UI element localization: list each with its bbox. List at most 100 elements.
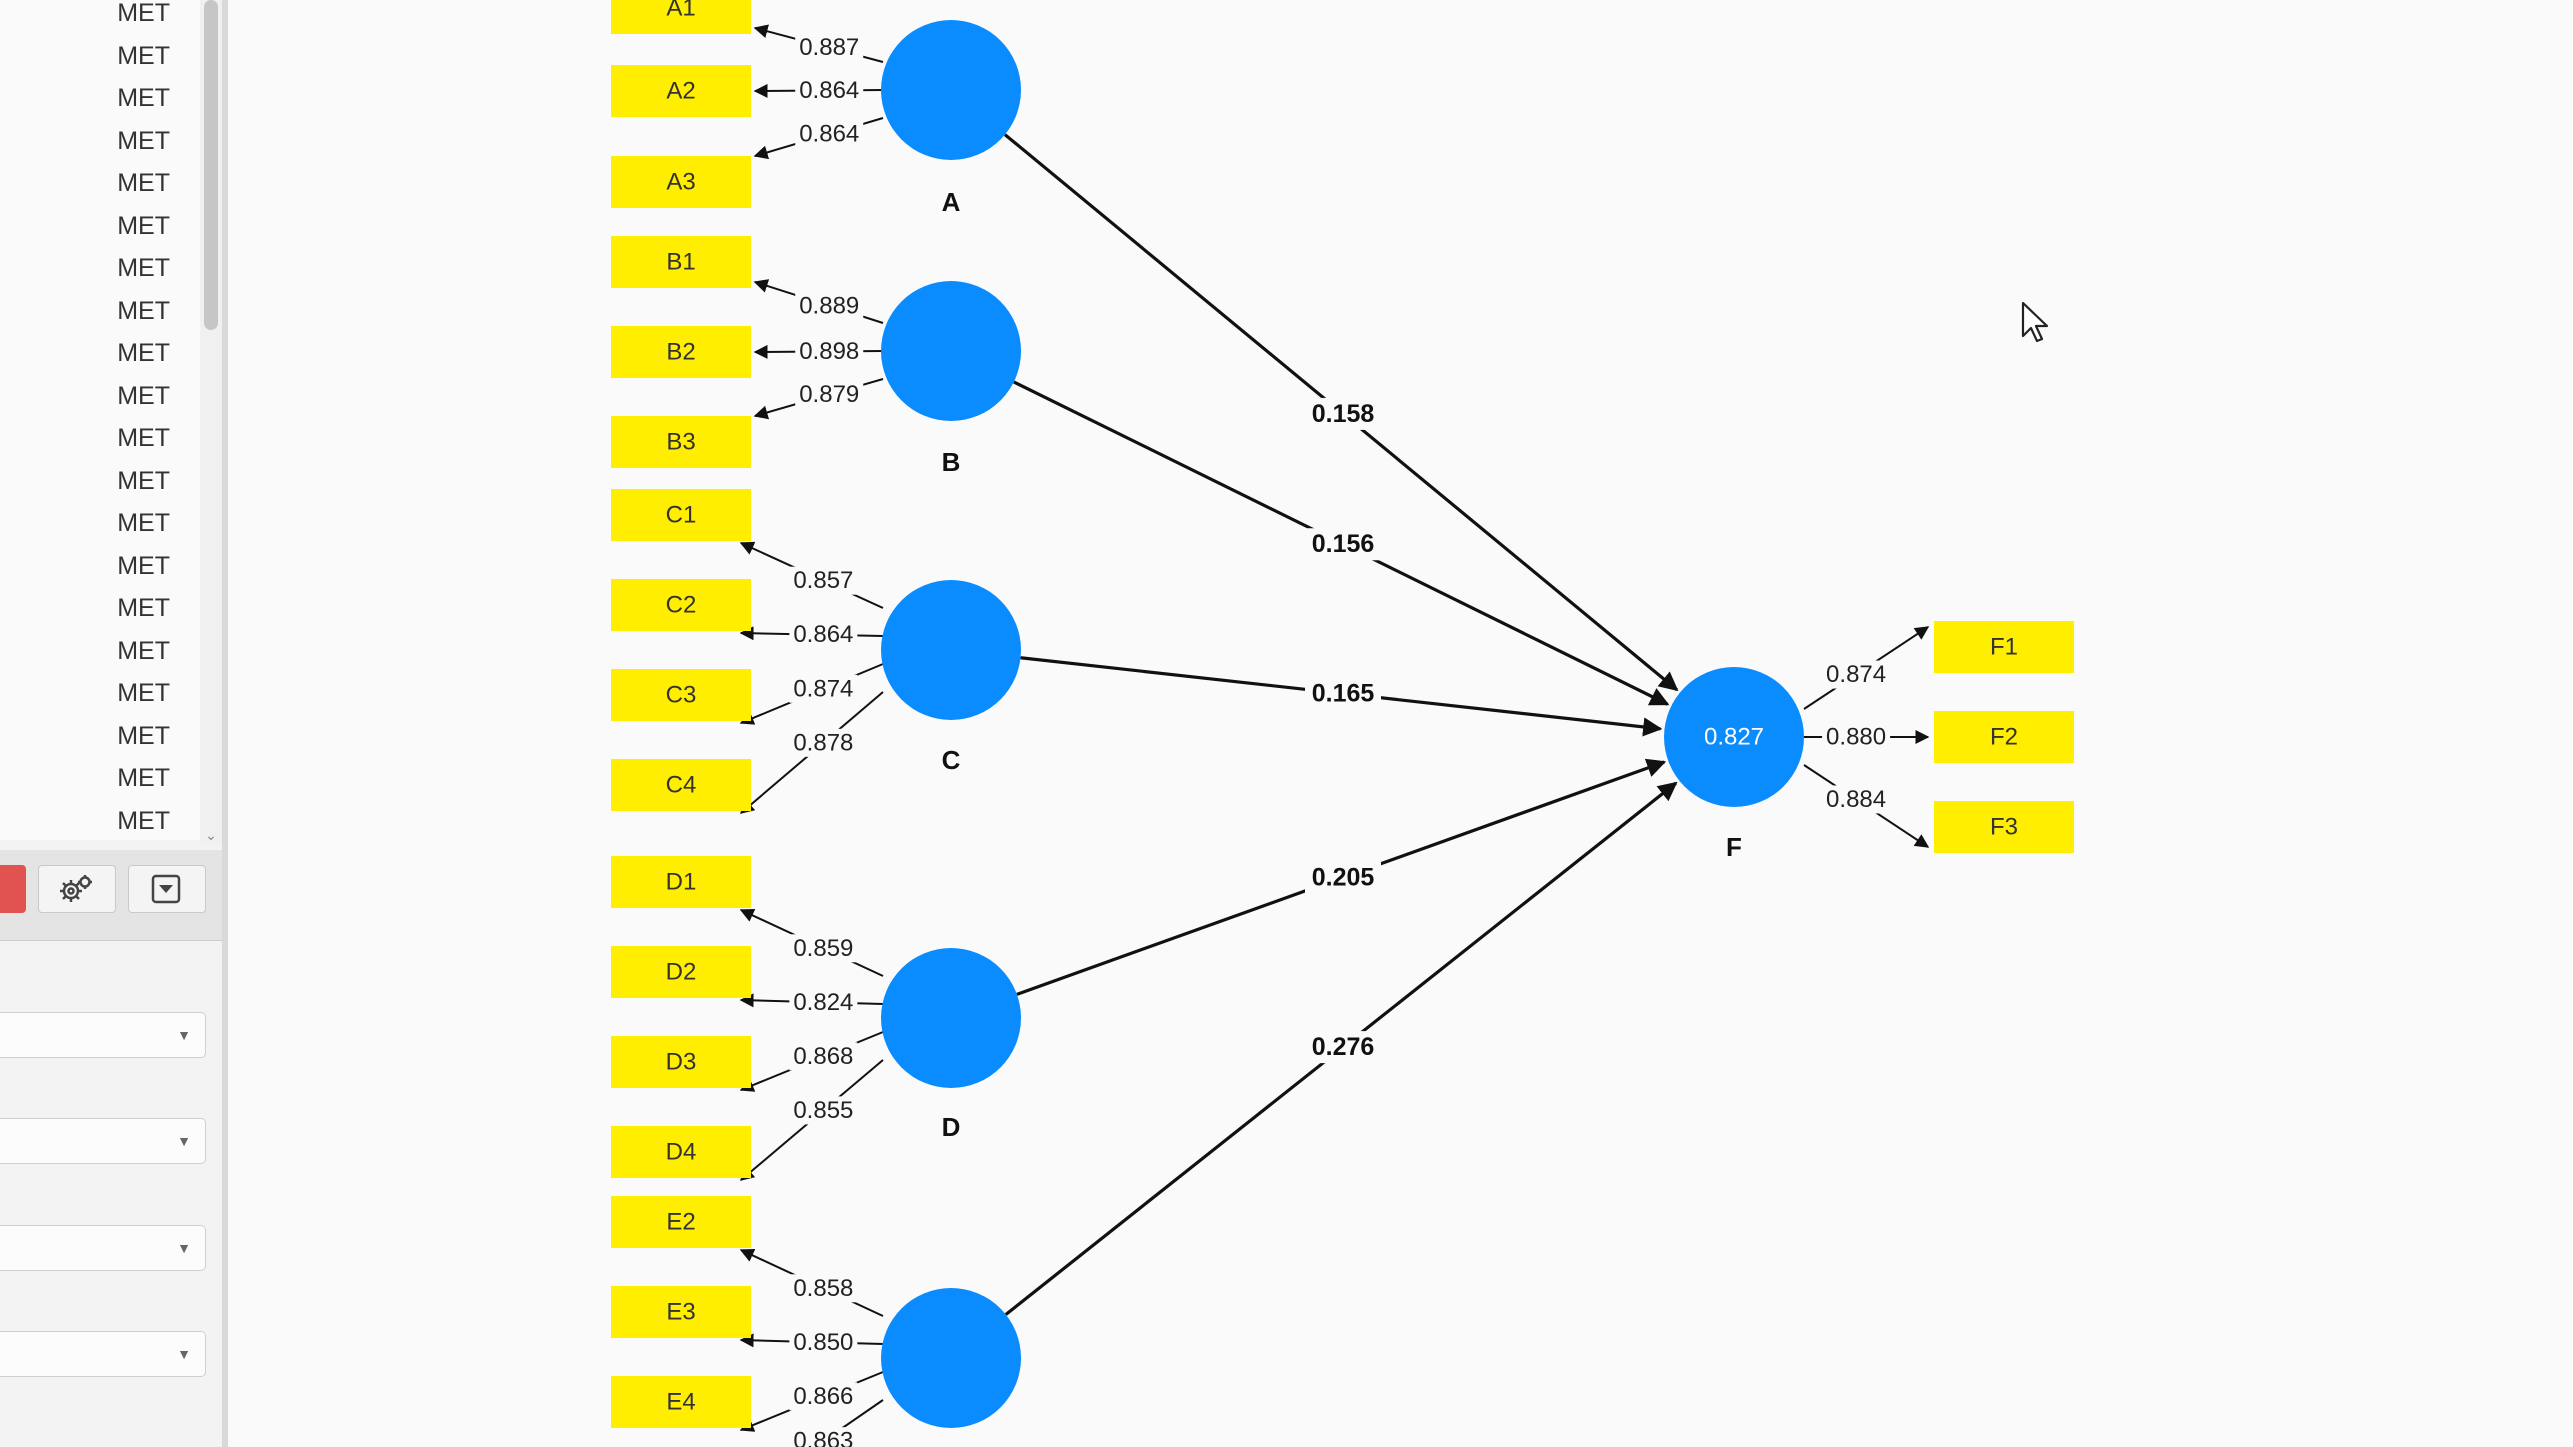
- settings-button[interactable]: [38, 865, 116, 913]
- label-backdrop: [789, 1382, 858, 1411]
- loading-value: 0.864: [793, 621, 853, 648]
- construct-label: D: [942, 1112, 961, 1142]
- indicator-B1[interactable]: [611, 236, 751, 288]
- indicator-A3[interactable]: [611, 156, 751, 208]
- label-backdrop: [789, 1042, 858, 1071]
- loading-value: 0.859: [793, 935, 853, 962]
- scale-list-item[interactable]: MET: [117, 466, 170, 495]
- dropdown-4[interactable]: ▼: [0, 1331, 206, 1377]
- loading-value: 0.878: [793, 729, 853, 756]
- loading-value: 0.866: [793, 1383, 853, 1410]
- indicator-D3[interactable]: [611, 1036, 751, 1088]
- scale-list-item[interactable]: MET: [117, 0, 170, 27]
- construct-B[interactable]: [881, 281, 1021, 421]
- construct-A[interactable]: [881, 20, 1021, 160]
- scale-list-item[interactable]: MET: [117, 636, 170, 665]
- loading-value: 0.863: [793, 1428, 853, 1447]
- indicator-B3[interactable]: [611, 416, 751, 468]
- loading-value: 0.874: [1826, 661, 1886, 688]
- indicator-label: E2: [666, 1209, 695, 1236]
- indicator-label: B3: [666, 429, 695, 456]
- indicator-A1[interactable]: [611, 0, 751, 34]
- indicator-F1[interactable]: [1934, 621, 2074, 673]
- scale-list-item[interactable]: MET: [117, 679, 170, 707]
- scale-list-item[interactable]: MET: [117, 84, 170, 112]
- indicator-C2[interactable]: [611, 579, 751, 631]
- construct-D[interactable]: [881, 948, 1021, 1088]
- list-scrollbar[interactable]: ⌄: [200, 0, 222, 845]
- gears-icon: [60, 875, 92, 902]
- scale-list-item[interactable]: MET: [117, 594, 170, 622]
- r-squared-value: 0.827: [1704, 724, 1764, 751]
- indicator-F3[interactable]: [1934, 801, 2074, 853]
- dropdown-2[interactable]: ▼: [0, 1118, 206, 1164]
- scale-list-item[interactable]: MET: [117, 806, 170, 835]
- scale-list-item[interactable]: MET: [117, 296, 170, 325]
- dropdown-3[interactable]: ▼: [0, 1225, 206, 1271]
- indicator-D1[interactable]: [611, 856, 751, 908]
- scale-list-item[interactable]: MET: [117, 41, 170, 70]
- label-backdrop: [1305, 677, 1381, 710]
- loading-value: 0.887: [799, 34, 859, 61]
- indicator-D4[interactable]: [611, 1126, 751, 1178]
- label-backdrop: [795, 76, 864, 105]
- loading-value: 0.880: [1826, 724, 1886, 751]
- list-scroll-thumb[interactable]: [204, 0, 218, 330]
- indicator-label: D3: [666, 1049, 697, 1076]
- collapse-button[interactable]: [128, 865, 206, 913]
- label-backdrop: [1305, 861, 1381, 894]
- indicator-E2[interactable]: [611, 1196, 751, 1248]
- indicator-label: C2: [666, 592, 697, 619]
- indicator-label: A1: [666, 0, 695, 22]
- indicator-F2[interactable]: [1934, 711, 2074, 763]
- scale-list-item[interactable]: MET: [117, 254, 170, 282]
- scale-list-item[interactable]: MET: [117, 764, 170, 792]
- chevron-down-icon: ▼: [177, 1027, 191, 1043]
- scale-list-item[interactable]: MET: [117, 339, 170, 367]
- label-backdrop: [1305, 397, 1381, 430]
- construct-F[interactable]: [1664, 667, 1804, 807]
- loading-value: 0.850: [793, 1329, 853, 1356]
- path-model-canvas[interactable]: A1A2A30.8870.8640.864B1B2B30.8890.8980.8…: [234, 0, 2573, 1447]
- path-coefficient: 0.158: [1312, 400, 1375, 428]
- scale-list-item[interactable]: MET: [117, 551, 170, 580]
- red-action-button[interactable]: [0, 865, 26, 913]
- indicator-D2[interactable]: [611, 946, 751, 998]
- construct-C[interactable]: [881, 580, 1021, 720]
- label-backdrop: [789, 674, 858, 703]
- label-backdrop: [789, 1328, 858, 1357]
- path-coefficient: 0.276: [1312, 1033, 1375, 1061]
- loading-value: 0.857: [793, 567, 853, 594]
- indicator-label: F3: [1990, 814, 2018, 841]
- scale-list-item[interactable]: MET: [117, 509, 170, 537]
- construct-label: B: [942, 447, 961, 477]
- indicator-A2[interactable]: [611, 65, 751, 117]
- scale-list-item[interactable]: MET: [117, 169, 170, 197]
- scale-list-item[interactable]: MET: [117, 381, 170, 410]
- label-backdrop: [795, 291, 864, 320]
- indicator-label: D1: [666, 869, 697, 896]
- indicator-scale-list[interactable]: MET MET MET MET MET MET MET MET MET MET MET MET MET M…: [0, 0, 200, 840]
- dropdown-1[interactable]: ▼: [0, 1012, 206, 1058]
- indicator-C3[interactable]: [611, 669, 751, 721]
- loading-value: 0.879: [799, 381, 859, 408]
- indicator-E4[interactable]: [611, 1376, 751, 1428]
- scale-list-item[interactable]: MET: [117, 721, 170, 750]
- path-coefficient: 0.156: [1312, 530, 1375, 558]
- loading-value: 0.864: [799, 77, 859, 104]
- indicator-label: E3: [666, 1299, 695, 1326]
- scroll-down-arrow-icon[interactable]: ⌄: [205, 827, 217, 843]
- label-backdrop: [789, 934, 858, 963]
- indicator-B2[interactable]: [611, 326, 751, 378]
- scale-list-item[interactable]: MET: [117, 126, 170, 155]
- indicator-label: B2: [666, 339, 695, 366]
- scale-list-item[interactable]: MET: [117, 211, 170, 240]
- loading-value: 0.864: [799, 120, 859, 147]
- indicator-E3[interactable]: [611, 1286, 751, 1338]
- construct-label: C: [942, 745, 961, 775]
- construct-E[interactable]: [881, 1288, 1021, 1428]
- indicator-label: D2: [666, 959, 697, 986]
- scale-list-item[interactable]: MET: [117, 424, 170, 452]
- indicator-C4[interactable]: [611, 759, 751, 811]
- indicator-C1[interactable]: [611, 489, 751, 541]
